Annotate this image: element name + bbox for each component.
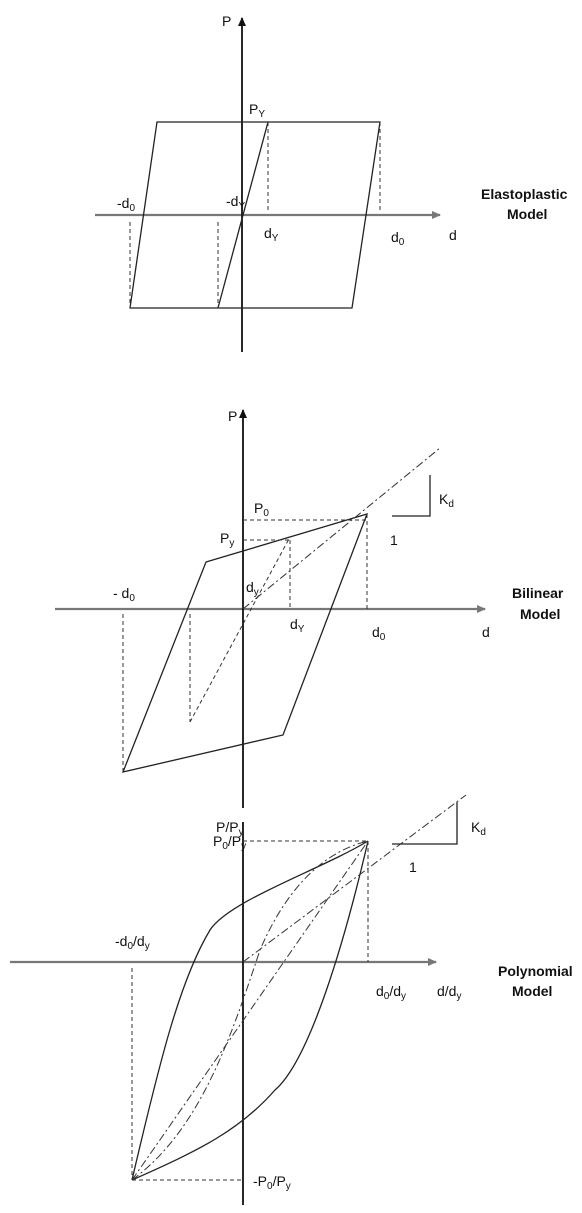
polynomial-panel: P/Py P0/Py Kd 1 -d0/dy d0/dy d/dy -P0/Py… bbox=[10, 794, 573, 1205]
bilinear-p0-label: P0 bbox=[254, 500, 269, 519]
polynomial-p0py-label: P0/Py bbox=[213, 833, 246, 852]
elastoplastic-panel: P PY -d0 -dY dY d0 d Elastoplastic Model bbox=[95, 13, 568, 352]
polynomial-neg-d0dy-label: -d0/dy bbox=[115, 933, 150, 952]
bilinear-py-label: Py bbox=[220, 530, 234, 549]
polynomial-secant-line bbox=[131, 840, 369, 1181]
polynomial-loop-lower bbox=[131, 840, 369, 1181]
polynomial-p-label: P/Py bbox=[216, 819, 244, 838]
elastoplastic-neg-dy-label: -dY bbox=[226, 193, 245, 212]
bilinear-loop bbox=[121, 513, 369, 773]
elastoplastic-loop bbox=[129, 121, 381, 309]
polynomial-backbone-curve bbox=[131, 840, 369, 1181]
polynomial-slope-one: 1 bbox=[409, 859, 417, 875]
elastoplastic-d-label: d bbox=[449, 227, 457, 243]
polynomial-loop-upper bbox=[131, 840, 369, 1181]
elastoplastic-dy-label: dY bbox=[264, 225, 279, 244]
bilinear-title-line1: Bilinear bbox=[512, 585, 564, 601]
elastoplastic-elastic-line bbox=[217, 121, 269, 309]
bilinear-kd-triangle bbox=[392, 475, 431, 517]
elastoplastic-p-label: P bbox=[222, 13, 231, 29]
bilinear-panel: P P0 Py Kd 1 dy dY - d0 d0 d Bilinear Mo… bbox=[55, 408, 564, 808]
polynomial-kd-line bbox=[242, 794, 467, 963]
polynomial-title-line1: Polynomial bbox=[498, 963, 573, 979]
polynomial-kd-label: Kd bbox=[471, 819, 486, 838]
polynomial-d0dy-label: d0/dy bbox=[376, 983, 406, 1002]
elastoplastic-py-label: PY bbox=[249, 101, 265, 120]
polynomial-kd-triangle bbox=[392, 802, 458, 845]
polynomial-title-line2: Model bbox=[512, 983, 552, 999]
bilinear-kd-line bbox=[242, 447, 441, 610]
polynomial-neg-p0py-label: -P0/Py bbox=[253, 1173, 291, 1192]
bilinear-d0-label: d0 bbox=[372, 624, 386, 643]
bilinear-p-label: P bbox=[228, 408, 237, 424]
elastoplastic-title-line1: Elastoplastic bbox=[481, 186, 568, 202]
bilinear-dy-lower-label: dY bbox=[290, 616, 305, 635]
elastoplastic-title-line2: Model bbox=[507, 206, 547, 222]
bilinear-d-label: d bbox=[482, 624, 490, 640]
bilinear-dy-upper-label: dy bbox=[246, 579, 259, 598]
bilinear-slope-one: 1 bbox=[390, 532, 398, 548]
bilinear-title-line2: Model bbox=[520, 606, 560, 622]
polynomial-d-label: d/dy bbox=[437, 983, 461, 1002]
bilinear-neg-d0-label: - d0 bbox=[113, 585, 135, 604]
bilinear-kd-label: Kd bbox=[439, 491, 454, 510]
bilinear-dy-line bbox=[189, 536, 291, 723]
elastoplastic-neg-d0-label: -d0 bbox=[117, 195, 135, 214]
elastoplastic-d0-label: d0 bbox=[391, 229, 405, 248]
